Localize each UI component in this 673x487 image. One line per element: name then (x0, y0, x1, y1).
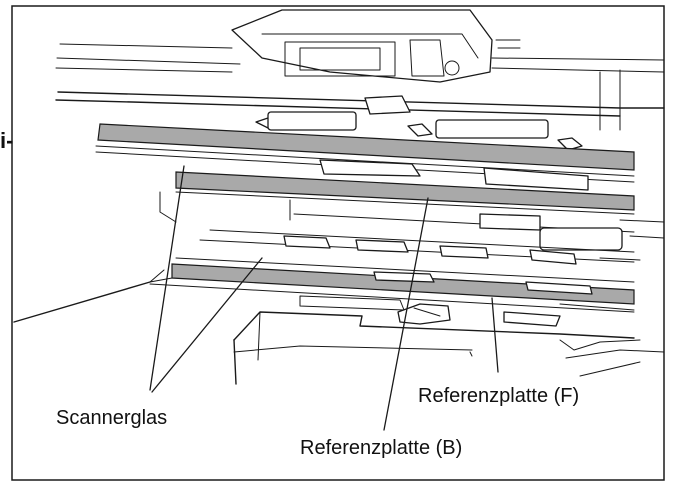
pointer-lines (149, 165, 499, 431)
pointer-scannerglas-lower (151, 257, 263, 393)
reference-plate-b-strip (175, 171, 635, 211)
upper-scanner-glass (97, 123, 635, 171)
pointer-scannerglas-upper (149, 165, 185, 391)
label-scannerglas: Scannerglas (56, 407, 167, 429)
label-reference-plate-f: Referenzplatte (F) (418, 385, 579, 407)
lower-unit (13, 199, 665, 385)
lower-scanner-glass (171, 263, 635, 305)
pointer-reference-plate-b (383, 197, 429, 431)
label-reference-plate-b: Referenzplatte (B) (300, 437, 462, 459)
pointer-reference-plate-f (491, 297, 499, 373)
margin-stub-text: i- (0, 128, 13, 153)
upper-unit (55, 9, 665, 223)
figure-frame (11, 5, 665, 481)
